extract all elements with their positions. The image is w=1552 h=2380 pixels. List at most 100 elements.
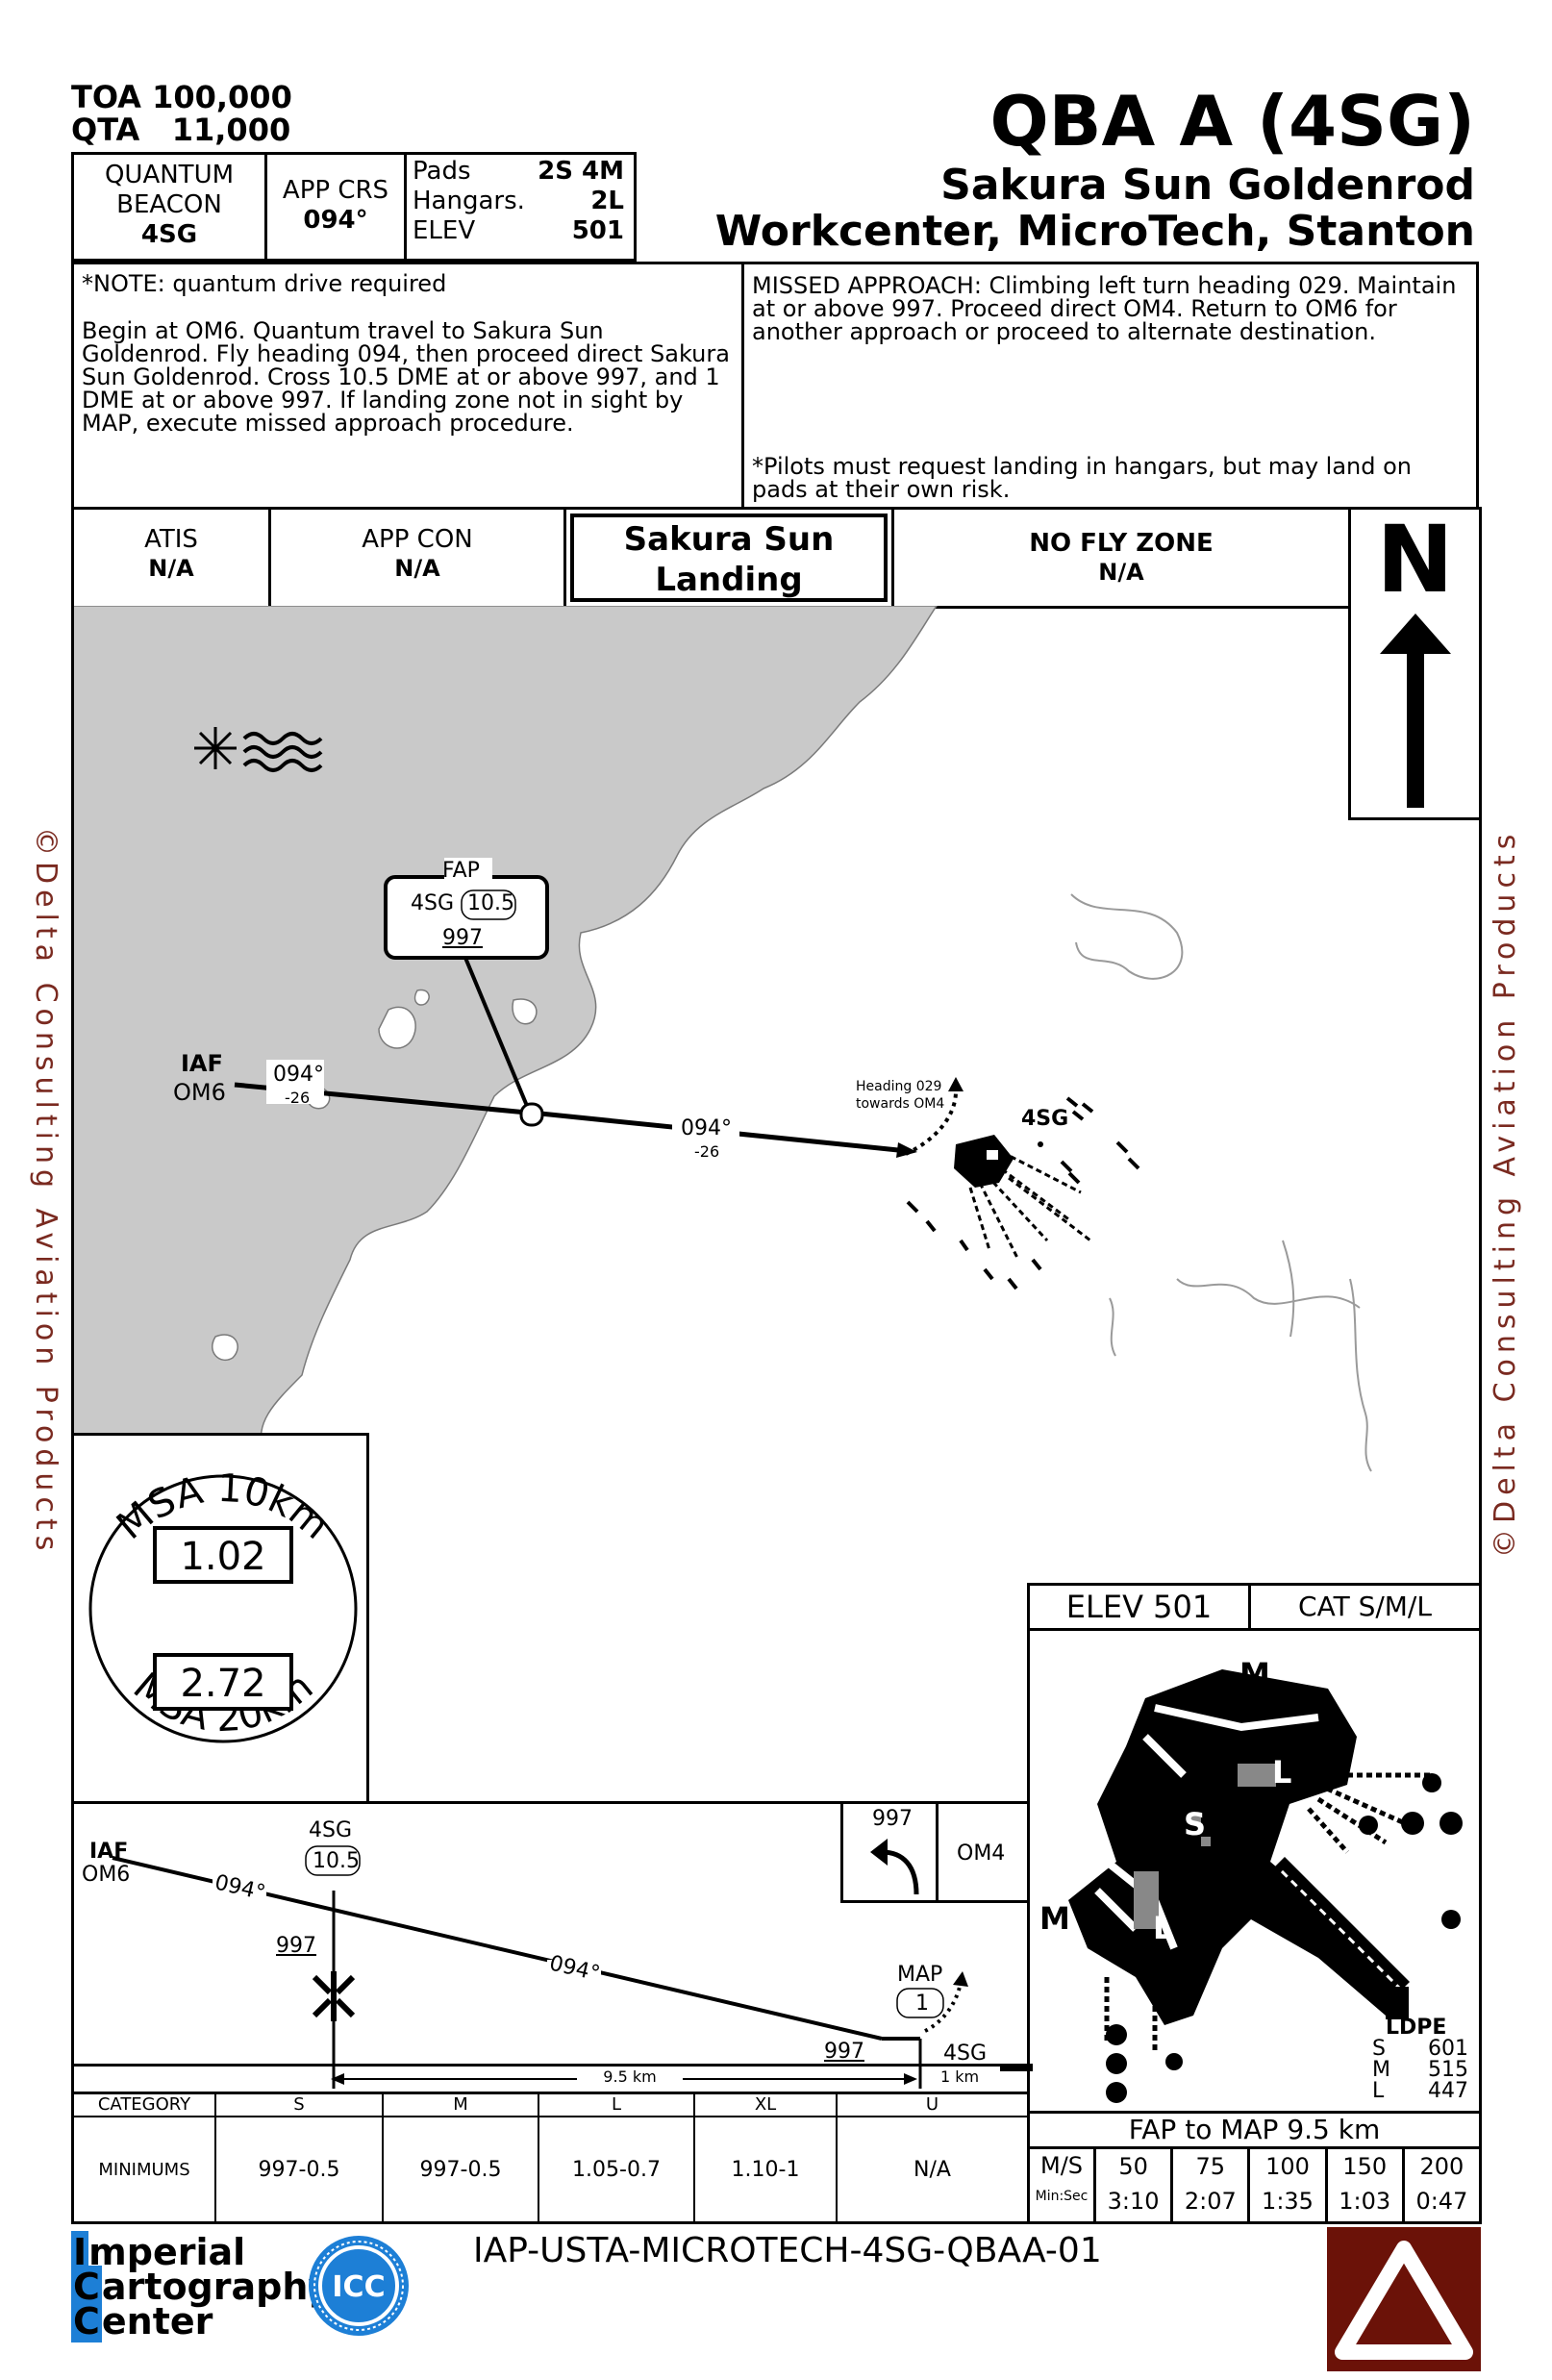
ldpe-s-key: S (1372, 2037, 1386, 2061)
profile-fix-altitude: 997 (276, 1934, 316, 1958)
profile-fix-dme: 10.5 (313, 1849, 360, 1873)
airport-diagram-drawing (1068, 1669, 1463, 2103)
airport-elev: ELEV 501 (1065, 1589, 1213, 1625)
brand-initial-1: I (71, 2231, 89, 2273)
iaf-label: IAF (181, 1050, 223, 1077)
hangars-label: Hangars. (413, 187, 525, 216)
atis-box: ATIS N/A (71, 507, 271, 609)
landing-zone-markers (906, 1096, 1140, 1290)
copyright-right: ©Delta Consulting Aviation Products (1489, 828, 1522, 1558)
missed-heading-note: Heading 029 (856, 1079, 942, 1094)
landing-services-line1: Sakura Sun (623, 520, 835, 559)
airport-label-m-left: M (1039, 1900, 1070, 1937)
atis-value: N/A (148, 555, 194, 583)
missed-approach-inset: 997 OM4 (840, 1801, 1030, 1903)
app-con-value: N/A (394, 555, 440, 583)
timing-title: FAP to MAP 9.5 km (1030, 2114, 1479, 2149)
category-l: L (539, 2094, 695, 2116)
msa-inner-value: 1.02 (180, 1535, 266, 1579)
timing-ms-label: M/S (1039, 2152, 1084, 2179)
beacon-line1: QUANTUM (104, 161, 235, 189)
landing-zone-pads (968, 1150, 1091, 1261)
landing-services-box: Sakura Sun Landing Services* (563, 507, 894, 639)
timing-time-75: 2:07 (1184, 2188, 1237, 2215)
profile-drawing (112, 1845, 968, 2089)
app-crs-box: APP CRS 094° (264, 152, 407, 262)
north-label: N (1376, 506, 1454, 614)
svg-text:ICC: ICC (332, 2270, 385, 2304)
brand-word-1: mperial (88, 2231, 246, 2273)
no-fly-zone-value: N/A (1098, 559, 1144, 587)
distance-bar-end (1000, 2064, 1033, 2071)
approach-arrow (896, 1142, 917, 1158)
fap-dme-box (461, 889, 516, 920)
landing-zone-dot (1038, 1141, 1043, 1147)
island (512, 998, 538, 1025)
fap-label-bg (444, 858, 492, 883)
beacon-box: QUANTUM BEACON 4SG (71, 152, 267, 262)
seal-logo: ICC (309, 2236, 409, 2336)
timing-speed-150: 150 (1342, 2153, 1388, 2180)
north-arrow-box: N (1348, 507, 1482, 820)
msa-box: MSA 10km MSA 20km 1.02 2.72 (71, 1433, 369, 1804)
distance-main: 9.5 km (577, 2067, 683, 2086)
profile-map-dme: 1 (915, 1992, 929, 2016)
brand-initial-3: C (71, 2300, 102, 2342)
profile-om6: OM6 (82, 1863, 131, 1887)
category-xl: XL (695, 2094, 838, 2116)
minimums-m: 997-0.5 (384, 2117, 539, 2221)
terrain-outline (1070, 893, 1184, 980)
brand-logo-text: Imperial Cartography Center (71, 2231, 333, 2342)
weather-snow-icon (194, 727, 237, 769)
terrain-outline (1349, 1278, 1372, 1472)
no-fly-zone-box: NO FLY ZONE N/A (891, 507, 1351, 609)
timing-speed-50: 50 (1118, 2153, 1148, 2180)
ldpe-m-value: 515 (1428, 2058, 1468, 2082)
timing-time-200: 0:47 (1415, 2188, 1468, 2215)
profile-map-label: MAP (897, 1963, 943, 1987)
timing-time-100: 1:35 (1262, 2188, 1314, 2215)
minimums-xl: 1.10-1 (695, 2117, 838, 2221)
app-con-label: APP CON (362, 525, 473, 554)
timing-time-150: 1:03 (1339, 2188, 1391, 2215)
brand-word-2: artography (101, 2266, 333, 2308)
no-fly-zone-label: NO FLY ZONE (1029, 529, 1214, 558)
minimums-label: MINIMUMS (74, 2117, 216, 2221)
profile-fix-icon (312, 1971, 356, 2021)
category-s: S (216, 2094, 384, 2116)
profile-fix-id: 4SG (309, 1818, 353, 1842)
msa-outer-value: 2.72 (180, 1662, 266, 1706)
minimums-s: 997-0.5 (216, 2117, 384, 2221)
profile-view: IAF OM6 094° 094° 4SG 10.5 997 MAP 1 997… (71, 1801, 1030, 2092)
airport-label-m-top: M (1239, 1656, 1270, 1692)
airport-cat: CAT S/M/L (1298, 1591, 1432, 1622)
page-title: QBA A (4SG) (989, 81, 1475, 162)
timing-speed-200: 200 (1419, 2153, 1464, 2180)
category-label: CATEGORY (74, 2094, 216, 2116)
distance-final: 1 km (939, 2067, 980, 2086)
brand-word-3: enter (101, 2300, 213, 2342)
airport-cat-box: CAT S/M/L (1248, 1583, 1482, 1631)
course-leg1-variation: -26 (285, 1089, 311, 1107)
procedure-notes: *NOTE: quantum drive required Begin at O… (71, 262, 744, 510)
fap-altitude: 997 (442, 926, 483, 950)
airport-elev-box: ELEV 501 (1027, 1583, 1251, 1631)
course-leg2: 094° (681, 1116, 732, 1140)
missed-approach-arc (905, 1090, 958, 1156)
fap-leader (463, 957, 529, 1107)
fap-label: FAP (442, 859, 480, 883)
qta-label: QTA 11,000 (71, 112, 291, 148)
missed-inset-divider (936, 1804, 939, 1900)
course-leg1: 094° (273, 1063, 324, 1087)
missed-approach-text: MISSED APPROACH: Climbing left turn head… (752, 272, 1457, 345)
category-m: M (384, 2094, 539, 2116)
island (378, 1006, 416, 1049)
fap-id: 4SG (411, 891, 455, 915)
msa-circle: MSA 10km MSA 20km (88, 1466, 358, 1743)
quantum-note: *NOTE: quantum drive required (82, 270, 447, 297)
pads-label: Pads (413, 157, 471, 186)
ldpe-l-value: 447 (1428, 2079, 1468, 2103)
weather-wind-icon (242, 732, 323, 772)
